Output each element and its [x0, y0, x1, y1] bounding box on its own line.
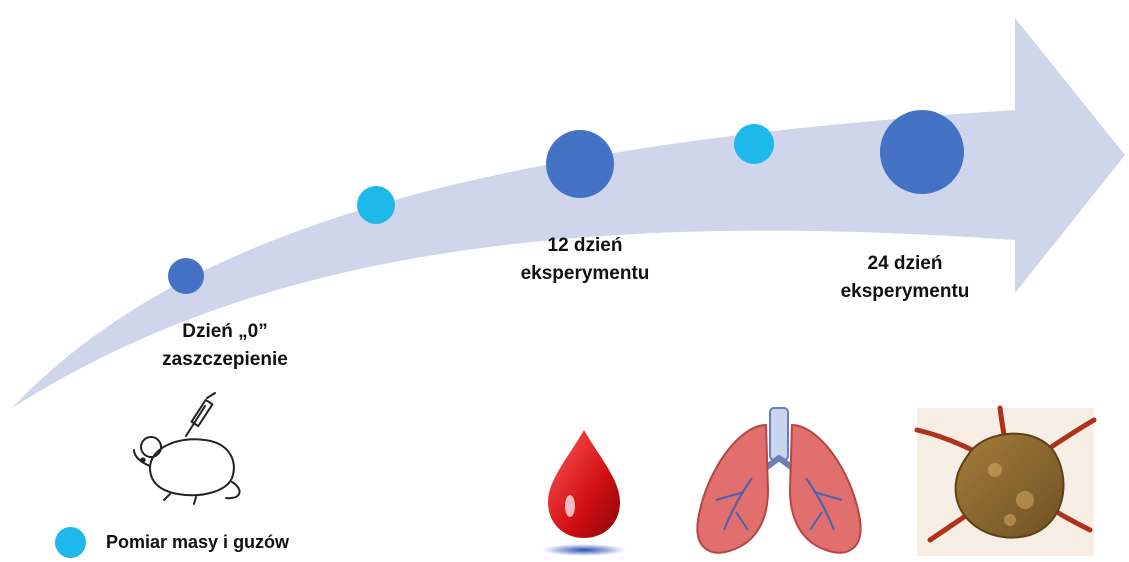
label-day0: Dzień „0” zaszczepienie [150, 318, 300, 374]
label-day12: 12 dzień eksperymentu [500, 232, 670, 288]
lungs-icon [697, 408, 860, 553]
legend-text: Pomiar masy i guzów [106, 532, 289, 553]
marker-measure-2 [734, 124, 774, 164]
label-day0-line1: Dzień „0” [150, 318, 300, 346]
marker-day24 [880, 110, 964, 194]
tumor-image-icon [917, 408, 1094, 556]
marker-measure-1 [357, 186, 395, 224]
mouse-injection-icon [134, 393, 240, 504]
marker-day0 [168, 258, 204, 294]
legend: Pomiar masy i guzów [55, 527, 289, 558]
cyan-dot-icon [55, 527, 86, 558]
label-day24: 24 dzień eksperymentu [820, 250, 990, 306]
label-day0-line2: zaszczepienie [150, 346, 300, 374]
marker-day12 [546, 130, 614, 198]
label-day24-line2: eksperymentu [820, 278, 990, 306]
label-day12-line1: 12 dzień [500, 232, 670, 260]
blood-drop-icon [542, 430, 626, 556]
label-day12-line2: eksperymentu [500, 260, 670, 288]
label-day24-line1: 24 dzień [820, 250, 990, 278]
